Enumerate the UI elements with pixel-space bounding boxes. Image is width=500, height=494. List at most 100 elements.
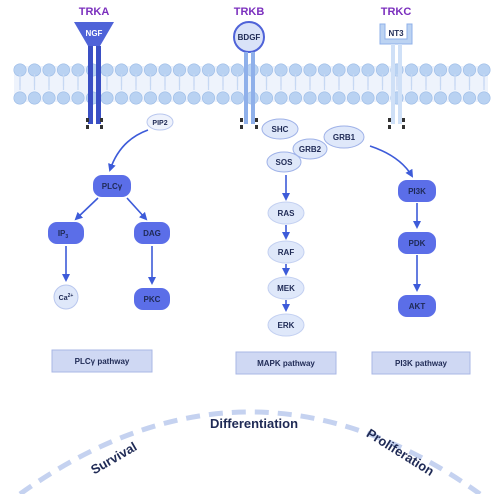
phospholipid-head — [187, 91, 201, 105]
phospholipid-head — [115, 91, 129, 105]
phospholipid-head — [361, 91, 375, 105]
pi3k-pathway-box — [371, 351, 471, 375]
dag-node — [134, 222, 170, 244]
trkb-stem-left — [244, 52, 248, 124]
ngf-label: NGF — [86, 29, 103, 38]
raf-node — [267, 240, 305, 264]
erk-label: ERK — [278, 321, 295, 330]
phospholipid-head — [332, 91, 346, 105]
pip2-label: PIP2 — [152, 120, 167, 127]
phospholipid-head — [56, 91, 70, 105]
pi3k-node — [398, 180, 436, 202]
phospholipid-head — [317, 91, 331, 105]
bdgf-label: BDGF — [238, 33, 261, 42]
plcg-label: PLCγ — [102, 182, 123, 191]
pdk-label: PDK — [409, 239, 426, 248]
pkc-node — [134, 288, 170, 310]
sos-label: SOS — [276, 158, 294, 167]
nt3-ligand-shape — [379, 23, 413, 45]
ip3-label: IP3 — [58, 229, 69, 240]
phospholipid-head — [274, 91, 288, 105]
erk-node — [267, 313, 305, 337]
outcome-arc: Differentiation Survival Proliferation — [18, 409, 482, 494]
mapk-pathway-box — [235, 351, 337, 375]
nt3-label: NT3 — [388, 29, 404, 38]
plcg-pathway-box — [51, 349, 153, 373]
phospholipid-head — [129, 91, 143, 105]
phospholipid-head — [419, 91, 433, 105]
survival-label: Survival — [88, 439, 139, 477]
phospholipid-head — [477, 91, 491, 105]
ras-node — [267, 201, 305, 225]
membrane-outer-leaflet — [13, 63, 491, 90]
shc-node — [261, 118, 299, 140]
arrow-pip2-plcg — [108, 129, 149, 172]
mek-label: MEK — [277, 284, 295, 293]
pi3k-label: PI3K — [408, 187, 426, 196]
grb2-label: GRB2 — [299, 145, 322, 154]
phospholipid-head — [13, 91, 27, 105]
trkb-stem-right — [251, 52, 255, 124]
phospholipid-head — [100, 91, 114, 105]
proliferation-label: Proliferation — [364, 426, 437, 479]
ngf-ligand-shape — [74, 22, 114, 46]
ras-label: RAS — [278, 209, 296, 218]
phospholipid-head — [433, 91, 447, 105]
phospholipid-head — [216, 91, 230, 105]
ip3-node — [48, 222, 84, 244]
mapk-pathway-label: MAPK pathway — [257, 359, 315, 368]
phospholipid-head — [71, 91, 85, 105]
phospholipid-head — [462, 91, 476, 105]
trka-stem-left — [88, 46, 93, 124]
plcg-pathway-label: PLCγ pathway — [75, 357, 130, 366]
akt-label: AKT — [409, 302, 426, 311]
bdgf-ligand-shape — [233, 21, 265, 53]
pi3k-pathway-label: PI3K pathway — [395, 359, 448, 368]
grb1-label: GRB1 — [333, 133, 356, 142]
trka-receptor: TRKA NGF — [74, 6, 114, 129]
differentiation-label: Differentiation — [210, 416, 298, 431]
phospholipid-head — [173, 91, 187, 105]
calcium-label: Ca2+ — [59, 293, 74, 302]
trkc-stem-right — [398, 44, 402, 124]
pdk-node — [398, 232, 436, 254]
shc-label: SHC — [272, 125, 289, 134]
arrow-plcg-ip3 — [74, 197, 99, 221]
plc-branch: PIP2 PLCγ IP3 DAG Ca2+ PKC PLCγ pathway — [48, 113, 174, 373]
grb1-node — [323, 125, 365, 149]
arrow-plcg-dag — [126, 197, 148, 221]
mek-node — [267, 276, 305, 300]
phospholipid-head — [231, 91, 245, 105]
phospholipid-head — [144, 91, 158, 105]
phospholipid-head — [303, 91, 317, 105]
dashed-arc — [18, 409, 482, 494]
calcium-node — [53, 284, 79, 310]
trka-label: TRKA — [79, 6, 110, 18]
phospholipid-head — [259, 91, 273, 105]
dag-label: DAG — [143, 229, 161, 238]
sos-node — [266, 151, 302, 173]
pi3k-branch: PI3K PDK AKT PI3K pathway — [369, 145, 471, 375]
phospholipid-head — [42, 91, 56, 105]
akt-node — [398, 295, 436, 317]
phospholipid-head — [27, 91, 41, 105]
phospholipid-head — [404, 91, 418, 105]
trka-stem-right — [96, 46, 101, 124]
membrane-inner-leaflet — [13, 74, 491, 105]
plcg-node — [93, 175, 131, 197]
arrow-grb1-pi3k — [369, 145, 414, 178]
phospholipid-head — [158, 91, 172, 105]
trkc-stem-left — [391, 44, 395, 124]
mapk-branch: SHC GRB2 GRB1 SOS RAS RAF MEK ERK MAPK p… — [235, 118, 365, 375]
phospholipid-head — [202, 91, 216, 105]
trkc-label: TRKC — [381, 6, 412, 18]
phospholipid-head — [288, 91, 302, 105]
phospholipid-head — [448, 91, 462, 105]
trkc-receptor: TRKC NT3 — [379, 6, 413, 129]
pkc-label: PKC — [144, 295, 161, 304]
phospholipid-head — [346, 91, 360, 105]
grb2-node — [292, 138, 328, 160]
trkb-label: TRKB — [234, 6, 265, 18]
